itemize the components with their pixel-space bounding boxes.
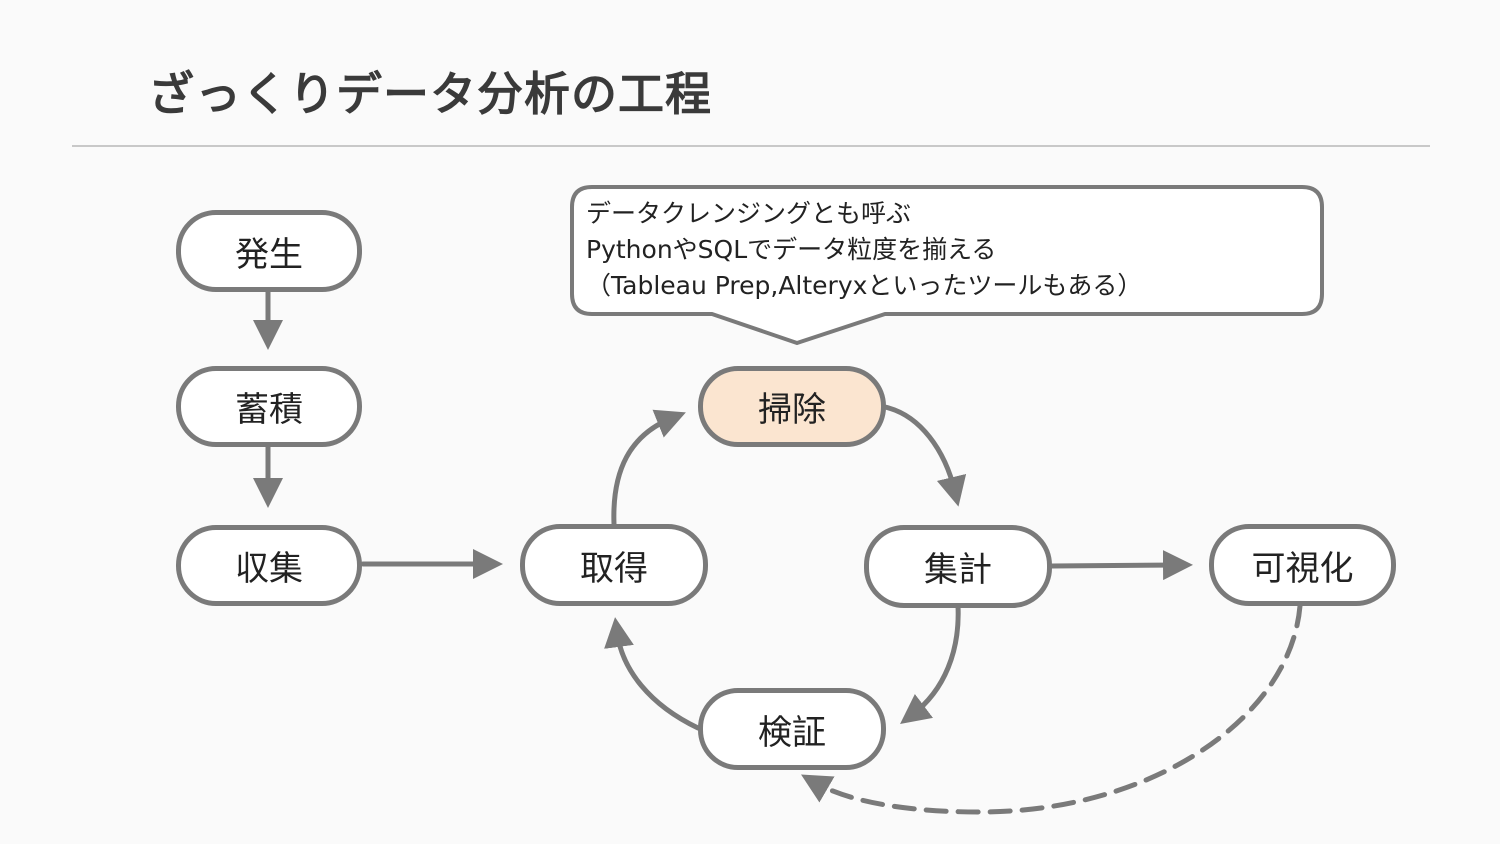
arrow-shutoku-souji: [611, 409, 686, 527]
arrow-kashika-kensho-dashed: [801, 603, 1303, 815]
callout-line-1: データクレンジングとも呼ぶ: [586, 199, 912, 228]
node-shukei: 集計: [864, 525, 1052, 608]
callout-line-3: （Tableau Prep,Alteryxといったツールもある）: [586, 271, 1143, 300]
arrow-shukei-kashika: [1049, 550, 1193, 581]
node-hassei: 発生: [176, 210, 362, 292]
node-kensho: 検証: [698, 688, 886, 770]
arrow-kensho-shutoku: [604, 617, 701, 731]
arrow-souji-shukei: [882, 404, 967, 507]
title-divider: [72, 145, 1430, 147]
callout-line-2: PythonやSQLでデータ粒度を揃える: [586, 235, 997, 264]
arrow-shukei-kensho: [900, 603, 961, 725]
callout-text: データクレンジングとも呼ぶ PythonやSQLでデータ粒度を揃える （Tabl…: [586, 196, 1142, 304]
node-kashika: 可視化: [1209, 524, 1396, 606]
node-shushu: 収集: [176, 525, 362, 606]
node-shutoku: 取得: [520, 524, 708, 606]
node-chikuseki: 蓄積: [176, 366, 362, 447]
node-souji: 掃除: [698, 366, 886, 447]
page-title: ざっくりデータ分析の工程: [148, 67, 712, 121]
callout-bubble: [570, 185, 1324, 345]
